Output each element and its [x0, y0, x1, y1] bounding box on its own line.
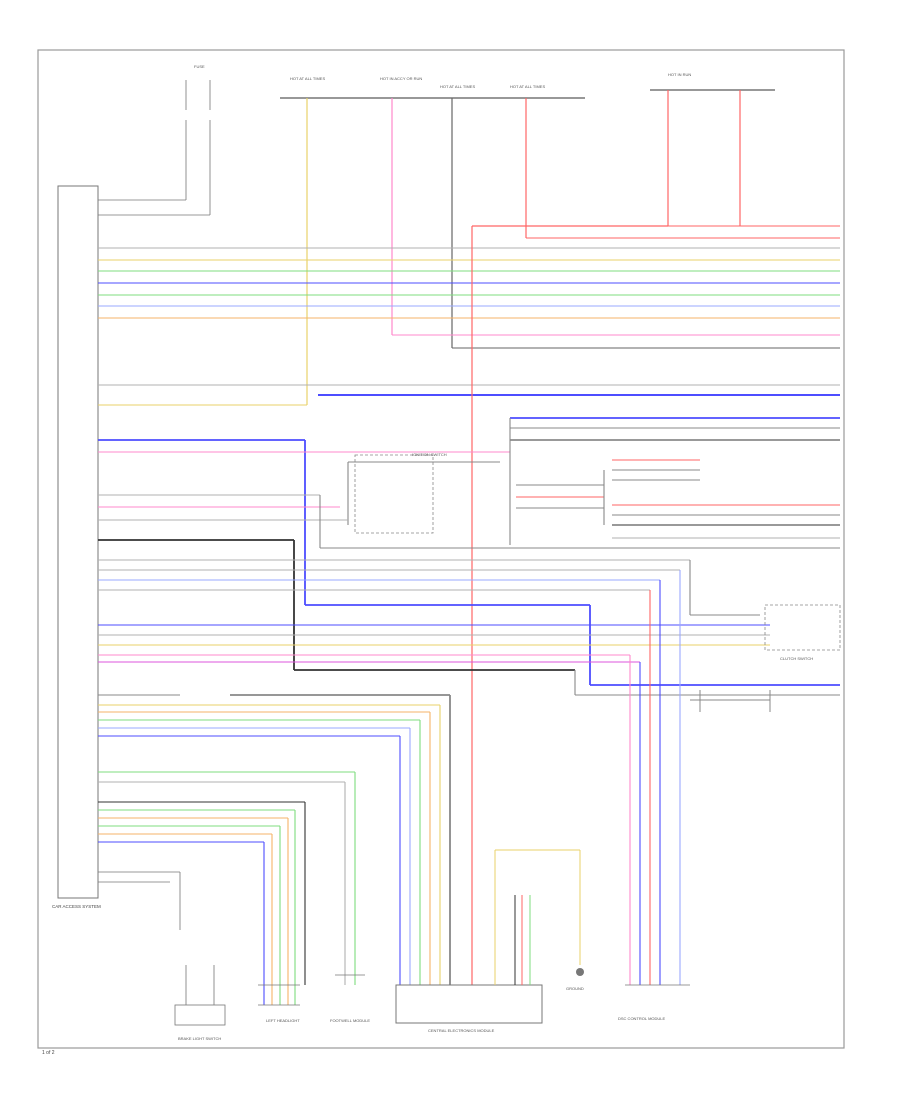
clutch-switch-label: CLUTCH SWITCH — [780, 656, 813, 661]
junction-label: IGNITION SWITCH — [412, 452, 447, 457]
top-label-2: HOT AT ALL TIMES — [290, 76, 325, 81]
central-module-box — [395, 984, 543, 1024]
headlight-connector — [258, 984, 300, 1006]
clutch-switch-box — [764, 604, 841, 651]
top-label-5: HOT AT ALL TIMES — [510, 84, 545, 89]
central-module-label: CENTRAL ELECTRONICS MODULE — [428, 1028, 495, 1033]
fuse-block-left — [98, 80, 211, 216]
diagram-frame — [37, 49, 845, 1049]
footwell-label: FOOTWELL MODULE — [330, 1018, 370, 1023]
harness-wires — [98, 225, 840, 406]
brake-switch-label: BRAKE LIGHT SWITCH — [178, 1036, 221, 1041]
brake-switch-wiring — [98, 871, 226, 1026]
figure-ref: 1 of 2 — [42, 1050, 55, 1056]
lower-wires — [98, 559, 840, 985]
left-module-box — [57, 185, 99, 899]
top-label-6: HOT IN RUN — [668, 72, 691, 77]
junction-box — [354, 454, 434, 534]
headlight-label: LEFT HEADLIGHT — [266, 1018, 300, 1023]
ground-label: GROUND — [566, 986, 584, 991]
top-label-3: HOT IN ACCY OR RUN — [380, 76, 422, 81]
top-label-fuse: FUSE — [194, 64, 205, 69]
top-label-4: HOT AT ALL TIMES — [440, 84, 475, 89]
dsc-module-label: DSC CONTROL MODULE — [618, 1016, 666, 1021]
ground-wiring — [494, 849, 584, 985]
lower-left-wires — [98, 694, 451, 1005]
left-module-label: CAR ACCESS SYSTEM — [52, 904, 101, 909]
mid-wires — [98, 417, 840, 670]
